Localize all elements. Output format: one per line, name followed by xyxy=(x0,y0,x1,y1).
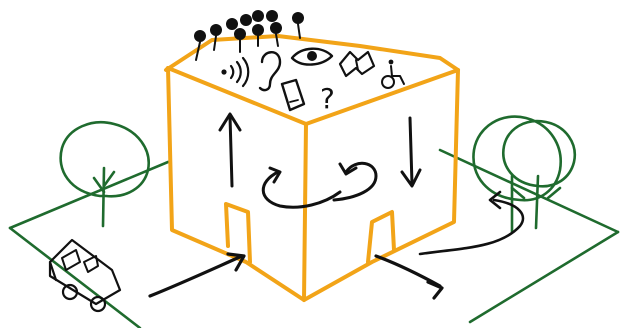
wifi-icon xyxy=(221,58,248,86)
down-arrow xyxy=(402,118,420,186)
wheelchair-icon xyxy=(382,60,404,88)
phone-icon xyxy=(282,80,304,110)
tree-right-back xyxy=(473,117,560,232)
inbound-arrow xyxy=(150,254,244,296)
tree-arrow xyxy=(420,192,523,254)
outbound-arrow xyxy=(376,256,442,298)
people-on-roof xyxy=(194,10,304,60)
van-icon xyxy=(50,240,120,311)
rotate-arrow-left xyxy=(263,168,340,207)
eye-icon xyxy=(292,49,332,65)
up-arrow xyxy=(220,114,240,186)
rotate-arrow-right xyxy=(334,163,376,200)
ear-icon xyxy=(260,52,280,90)
tree-left xyxy=(61,122,149,226)
book-icon xyxy=(340,52,374,76)
tree-right-front xyxy=(503,121,574,228)
question-mark-icon: ? xyxy=(320,82,335,115)
building xyxy=(166,36,458,300)
